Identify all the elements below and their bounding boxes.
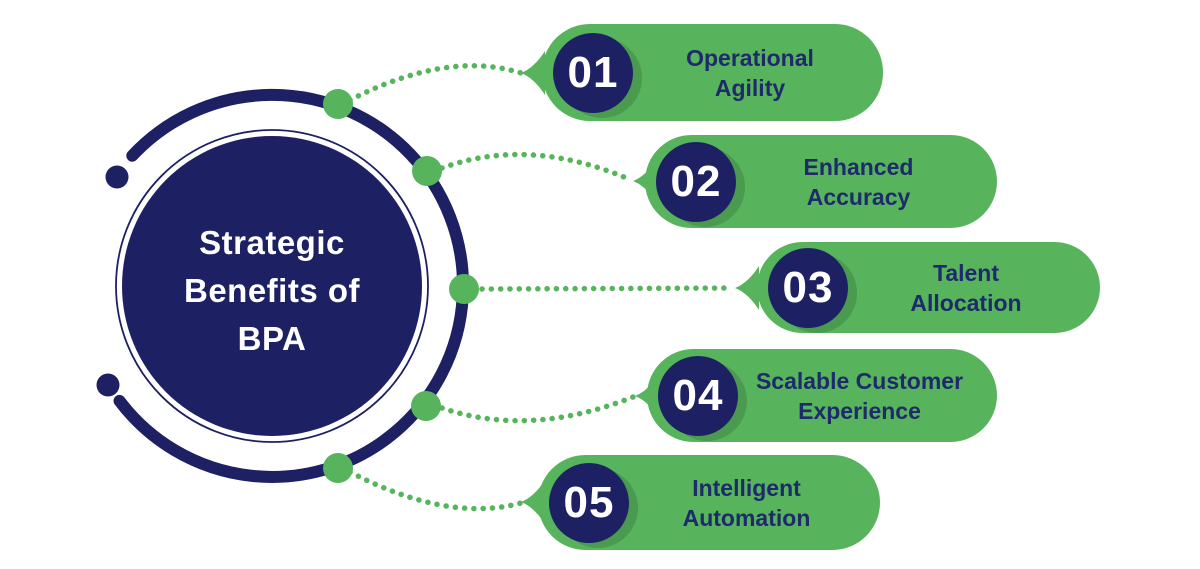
benefit-card-4: 04 Scalable Customer Experience — [647, 349, 997, 442]
benefit-number-badge-1: 01 — [553, 32, 633, 113]
center-circle — [122, 136, 422, 436]
benefit-label-2-line-1: Enhanced — [803, 153, 914, 180]
center-title: Strategic Benefits of BPA — [112, 219, 432, 363]
connector-dotted-4 — [439, 394, 636, 424]
benefit-card-3: 03 Talent Allocation — [757, 242, 1100, 333]
pill-pointer-3 — [735, 266, 759, 310]
pill-pointer-1 — [521, 51, 545, 95]
arc-end-dot-top — [105, 165, 129, 189]
benefit-label-3-line-2: Allocation — [910, 289, 1022, 316]
arc-node-dot-5 — [323, 453, 353, 483]
benefit-card-5: 05 Intelligent Automation — [538, 455, 880, 550]
connector-dotted-2 — [439, 151, 634, 183]
center-circle-outline — [115, 129, 429, 443]
benefit-label-5-line-1: Intelligent — [692, 474, 801, 501]
arc-node-dot-3 — [449, 274, 479, 304]
benefit-label-3: Talent Allocation — [848, 258, 1100, 318]
benefit-label-1: Operational Agility — [633, 43, 883, 103]
benefit-label-2-line-2: Accuracy — [806, 183, 911, 210]
benefit-label-1-line-1: Operational — [686, 44, 814, 71]
center-title-line-2: Benefits of — [183, 272, 360, 309]
benefit-label-5-line-2: Automation — [682, 504, 811, 531]
connector-dotted-3 — [479, 285, 736, 292]
benefit-label-3-line-1: Talent — [932, 259, 1000, 286]
benefit-label-1-line-2: Agility — [714, 74, 786, 101]
benefit-number-badge-4: 04 — [658, 355, 738, 436]
benefit-label-5: Intelligent Automation — [629, 473, 880, 533]
benefit-number-badge-5: 05 — [549, 462, 629, 543]
benefit-number-badge-2: 02 — [656, 141, 736, 222]
arc-node-dot-1 — [323, 89, 353, 119]
benefit-card-1: 01 Operational Agility — [542, 24, 883, 121]
connector-dotted-1 — [347, 63, 524, 103]
center-title-line-1: Strategic — [199, 224, 345, 261]
arc-node-dot-4 — [411, 391, 441, 421]
arc-end-dot-bottom — [96, 373, 120, 397]
benefit-label-2: Enhanced Accuracy — [736, 152, 997, 212]
connector-dotted-5 — [347, 469, 524, 512]
center-title-line-3: BPA — [237, 320, 307, 357]
benefit-label-4-line-1: Scalable Customer — [755, 367, 964, 394]
benefit-label-4: Scalable Customer Experience — [738, 366, 997, 426]
benefit-label-4-line-2: Experience — [798, 397, 921, 424]
benefit-number-badge-3: 03 — [768, 247, 848, 328]
benefit-card-2: 02 Enhanced Accuracy — [645, 135, 997, 228]
arc-node-dot-2 — [412, 156, 442, 186]
